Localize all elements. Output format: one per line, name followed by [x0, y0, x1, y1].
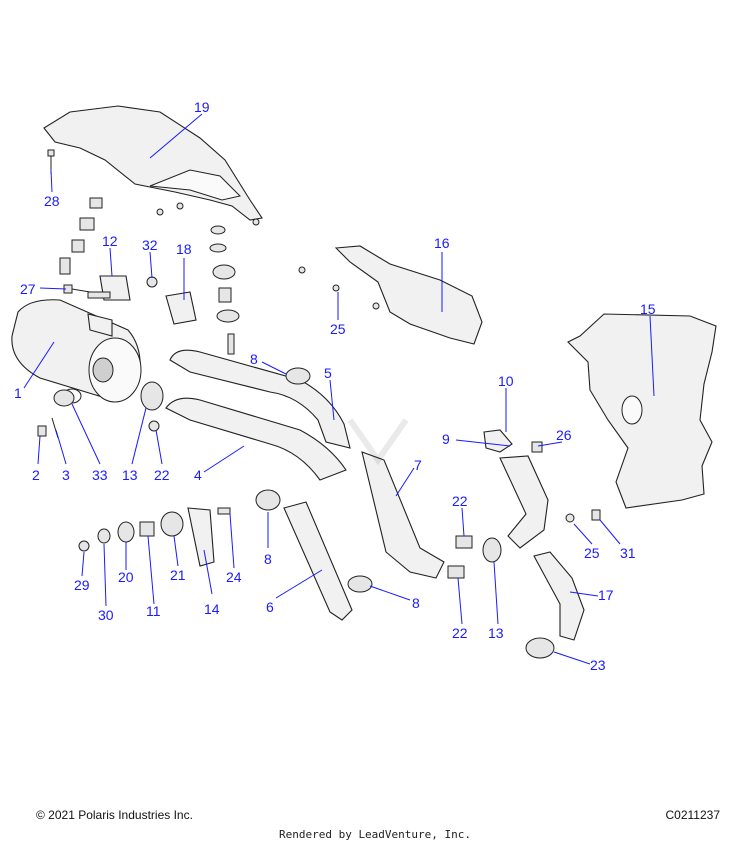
callout-14: 14 — [204, 601, 220, 617]
part-23-clamp — [525, 637, 555, 659]
leadventure-watermark — [347, 418, 409, 466]
part-15-heat-shield — [567, 313, 717, 509]
part-7-pipe — [361, 451, 445, 579]
part-9-pipe — [499, 441, 549, 549]
callout-18: 18 — [176, 241, 192, 257]
callout-labels: 19 28 12 32 18 27 16 25 15 1 8 5 10 26 9… — [14, 99, 656, 673]
callout-6: 6 — [266, 599, 274, 615]
callout-3: 3 — [62, 467, 70, 483]
fastener-a — [298, 266, 306, 274]
part-4-head-pipe — [165, 397, 347, 481]
part-6-pipe — [283, 501, 353, 621]
callout-22: 22 — [452, 493, 468, 509]
part-27-bolt — [63, 284, 91, 294]
callout-9: 9 — [442, 431, 450, 447]
hardware-stack — [59, 197, 111, 299]
callout-12: 12 — [102, 233, 118, 249]
fastener-d — [156, 208, 164, 216]
part-19-heat-shield — [43, 105, 263, 221]
callout-7: 7 — [414, 457, 422, 473]
part-18-bracket — [165, 291, 197, 325]
part-22-spring-left — [148, 420, 160, 432]
callout-8: 8 — [264, 551, 272, 567]
grommet-stack — [209, 225, 240, 355]
callout-28: 28 — [44, 193, 60, 209]
callout-29: 29 — [74, 577, 90, 593]
part-13-gasket-left — [140, 381, 164, 411]
part-2-bolt — [37, 425, 47, 437]
rendered-by-text: Rendered by LeadVenture, Inc. — [278, 828, 472, 841]
part-8-clamp-mid — [255, 489, 281, 511]
callout-25: 25 — [330, 321, 346, 337]
callout-16: 16 — [434, 235, 450, 251]
fastener-c — [372, 302, 380, 310]
callout-26: 26 — [556, 427, 572, 443]
callout-31: 31 — [620, 545, 636, 561]
callout-23: 23 — [590, 657, 606, 673]
part-17-pipe — [533, 551, 585, 641]
callout-27: 27 — [20, 281, 36, 297]
part-1-muffler — [11, 299, 142, 404]
callout-10: 10 — [498, 373, 514, 389]
callout-13: 13 — [488, 625, 504, 641]
part-8-clamp-upper — [285, 367, 311, 385]
callout-13: 13 — [122, 467, 138, 483]
callout-17: 17 — [598, 587, 614, 603]
fastener-f — [252, 218, 260, 226]
callout-20: 20 — [118, 569, 134, 585]
callout-2: 2 — [32, 467, 40, 483]
callout-21: 21 — [170, 567, 186, 583]
part-22-spring-b — [447, 565, 465, 579]
part-16-heat-shield — [334, 245, 483, 345]
callout-5: 5 — [324, 365, 332, 381]
callout-19: 19 — [194, 99, 210, 115]
callout-15: 15 — [640, 301, 656, 317]
part-8-clamp-lower — [347, 575, 373, 593]
callout-30: 30 — [98, 607, 114, 623]
lower-hardware-row — [78, 507, 231, 567]
copyright-text: © 2021 Polaris Industries Inc. — [36, 808, 193, 822]
callout-25: 25 — [584, 545, 600, 561]
callout-1: 1 — [14, 385, 22, 401]
callout-11: 11 — [146, 603, 161, 619]
leader-lines — [23, 113, 655, 665]
part-33-outlet — [53, 389, 75, 407]
callout-33: 33 — [92, 467, 108, 483]
part-5-head-pipe — [169, 349, 351, 449]
part-25-nut-right — [565, 513, 575, 523]
fastener-b — [332, 284, 340, 292]
callout-22: 22 — [154, 467, 170, 483]
callout-22: 22 — [452, 625, 468, 641]
callout-4: 4 — [194, 467, 202, 483]
part-32-nut — [146, 276, 158, 288]
part-13-gasket-right — [482, 537, 502, 563]
fastener-e — [176, 202, 184, 210]
callout-24: 24 — [226, 569, 242, 585]
part-10-flange-gasket — [483, 429, 513, 453]
callout-32: 32 — [142, 237, 158, 253]
part-22-spring-a — [455, 535, 473, 549]
callout-8: 8 — [250, 351, 258, 367]
part-31-clip — [591, 509, 601, 521]
callout-8: 8 — [412, 595, 420, 611]
drawing-id: C0211237 — [665, 808, 721, 822]
